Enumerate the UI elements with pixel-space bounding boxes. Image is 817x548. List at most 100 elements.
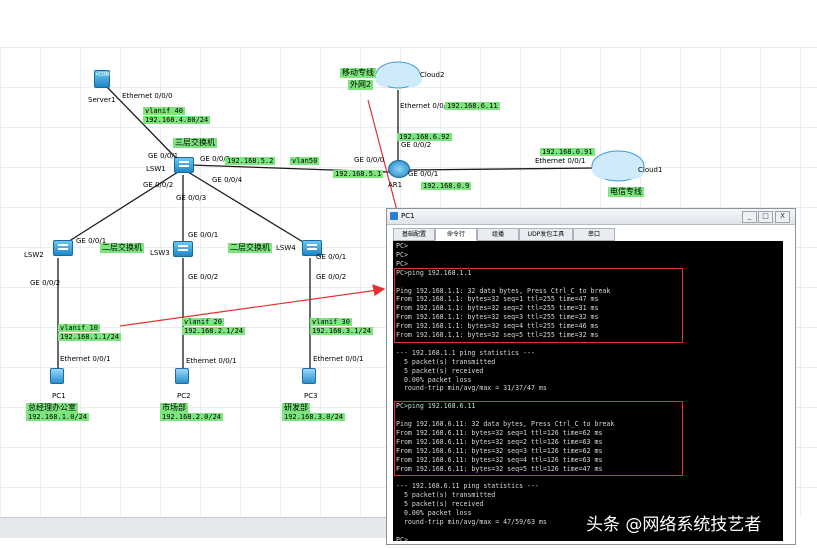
lsw4-switch-icon[interactable] <box>302 240 322 256</box>
lsw3-switch-icon[interactable] <box>173 241 193 257</box>
lsw1-switch-icon[interactable] <box>174 157 194 173</box>
lsw2-tag: 二层交换机 <box>100 243 144 253</box>
terminal-line: 5 packet(s) transmitted <box>396 491 496 500</box>
pc3-dept: 研发部 <box>282 403 310 413</box>
port-lsw1-ge4: GE 0/0/4 <box>212 176 243 184</box>
port-lsw4-ge1: GE 0/0/1 <box>316 253 347 261</box>
lsw3-label: LSW3 <box>150 249 170 257</box>
lsw2-switch-icon[interactable] <box>53 240 73 256</box>
highlight-ping-cloud2 <box>394 401 683 477</box>
link-ar1-cloud1 <box>407 167 596 171</box>
cloud1-tag: 电信专线 <box>608 187 644 197</box>
vlanif10-label: vlanif 10 <box>58 324 100 333</box>
tab-multicast[interactable]: 组播 <box>477 228 519 241</box>
terminal-line: --- 192.168.6.11 ping statistics --- <box>396 482 539 491</box>
window-titlebar[interactable]: PC1 _ □ X <box>387 209 795 225</box>
ar1-ge0-ip: 192.168.5.1 <box>333 170 384 179</box>
terminal-line: round-trip min/avg/max = 31/37/47 ms <box>396 384 547 393</box>
terminal-line: PC>ping 192.168.1.1 <box>396 268 472 277</box>
terminal-line: 0.00% packet loss <box>396 375 472 384</box>
port-pc3-eth: Ethernet 0/0/1 <box>313 355 364 363</box>
port-lsw1-ge2: GE 0/0/2 <box>143 181 174 189</box>
cloud2-tag-mobile: 移动专线 <box>340 68 376 78</box>
terminal-line: From 192.168.1.1: bytes=32 seq=5 ttl=255… <box>396 331 599 339</box>
terminal-line: From 192.168.6.11: bytes=32 seq=2 ttl=12… <box>396 437 603 446</box>
port-lsw1-ge1: GE 0/0/1 <box>148 152 179 160</box>
cloud2-icon <box>375 61 422 89</box>
terminal-line: From 192.168.1.1: bytes=32 seq=4 ttl=255… <box>396 322 599 331</box>
pc1-label: PC1 <box>52 392 66 400</box>
port-cloud2-eth: Ethernet 0/0/1 <box>400 102 451 110</box>
port-cloud1-eth: Ethernet 0/0/1 <box>535 157 586 165</box>
ar1-ge2-ip: 192.168.6.92 <box>397 133 452 142</box>
terminal-line: From 192.168.6.11: bytes=32 seq=1 ttl=12… <box>396 428 603 437</box>
terminal-line: PC>ping 192.168.6.11 <box>396 402 476 411</box>
terminal-line: PC> <box>396 259 408 268</box>
port-lsw3-ge1: GE 0/0/1 <box>188 231 219 239</box>
terminal-line: 5 packet(s) received <box>396 500 484 509</box>
terminal-line: PC> <box>396 535 408 541</box>
terminal-line: round-trip min/avg/max = 47/59/63 ms <box>396 517 547 526</box>
tab-basic-config[interactable]: 基础配置 <box>393 228 435 241</box>
terminal-line: PC> <box>396 242 408 250</box>
tab-command-line[interactable]: 命令行 <box>435 228 477 241</box>
watermark: 头条 @网络系统技艺者 <box>586 515 762 535</box>
maximize-button[interactable]: □ <box>758 211 773 223</box>
close-button[interactable]: X <box>775 211 790 223</box>
link-lsw1-lsw4 <box>187 171 309 246</box>
terminal-line: 0.00% packet loss <box>396 509 472 517</box>
pc2-label: PC2 <box>177 392 191 400</box>
port-lsw2-ge2: GE 0/0/2 <box>30 279 61 287</box>
port-lsw2-ge1: GE 0/0/1 <box>76 237 107 245</box>
vlan50-label: vlan50 <box>290 157 320 166</box>
server1-icon[interactable]: •COM <box>94 70 110 88</box>
pc1-terminal-window[interactable]: PC1 _ □ X 基础配置 命令行 组播 UDP发包工具 串口 PC>PC>P… <box>386 208 796 545</box>
pc2-net: 192.168.2.0/24 <box>160 413 224 422</box>
lsw1-label: LSW1 <box>146 165 166 173</box>
cloud1-label: Cloud1 <box>638 166 663 174</box>
terminal-line: 5 packet(s) transmitted <box>396 357 496 366</box>
pc3-icon[interactable] <box>302 368 316 384</box>
pc2-icon[interactable] <box>175 368 189 384</box>
lsw2-label: LSW2 <box>24 251 44 259</box>
terminal-line: From 192.168.6.11: bytes=32 seq=3 ttl=12… <box>396 446 603 455</box>
port-ar1-ge0: GE 0/0/0 <box>354 156 385 164</box>
vlanif20-label: vlanif 20 <box>182 318 224 327</box>
terminal-line: From 192.168.6.11: bytes=32 seq=5 ttl=12… <box>396 464 603 473</box>
link-lsw1-lsw2 <box>62 171 179 246</box>
port-lsw1-ge3: GE 0/0/3 <box>176 194 207 202</box>
terminal-line: Ping 192.168.1.1: 32 data bytes, Press C… <box>396 286 611 295</box>
port-lsw4-ge2: GE 0/0/2 <box>316 273 347 281</box>
cloud2-tag-wan2: 外网2 <box>348 80 374 90</box>
vlanif10-ip: 192.168.1.1/24 <box>58 333 122 342</box>
cloud2-ip: 192.168.6.11 <box>445 102 500 111</box>
port-server-eth: Ethernet 0/0/0 <box>122 92 173 100</box>
highlight-ping-gateway <box>394 267 683 343</box>
terminal-line: From 192.168.1.1: bytes=32 seq=2 ttl=255… <box>396 304 599 313</box>
terminal-line: Ping 192.168.6.11: 32 data bytes, Press … <box>396 420 615 428</box>
status-bar <box>0 517 390 538</box>
annotation-arrowhead-vlanif10 <box>372 284 386 296</box>
tab-serial[interactable]: 串口 <box>573 228 615 241</box>
vlanif30-label: vlanif 30 <box>310 318 352 327</box>
vlanif40-label: vlanif 40 <box>143 107 185 116</box>
server1-label: Server1 <box>88 96 116 104</box>
port-lsw1-ge5: GE 0/0/5 <box>200 155 231 163</box>
minimize-button[interactable]: _ <box>742 211 757 223</box>
lsw4-label: LSW4 <box>276 244 296 252</box>
pc1-icon[interactable] <box>50 368 64 384</box>
annotation-arrow-vlanif10 <box>119 289 379 327</box>
pc2-dept: 市场部 <box>160 403 188 413</box>
window-title: PC1 <box>401 212 415 220</box>
port-lsw3-ge2: GE 0/0/2 <box>188 273 219 281</box>
pc3-label: PC3 <box>304 392 318 400</box>
vlanif20-ip: 192.168.2.1/24 <box>182 327 246 336</box>
vlanif40-ip: 192.168.4.80/24 <box>143 116 211 125</box>
port-ar1-ge2: GE 0/0/2 <box>401 141 432 149</box>
port-pc1-eth: Ethernet 0/0/1 <box>60 355 111 363</box>
ar1-router-icon[interactable] <box>388 160 410 178</box>
cloud1-ip: 192.168.0.91 <box>540 148 595 157</box>
tab-udp-tool[interactable]: UDP发包工具 <box>519 228 573 241</box>
